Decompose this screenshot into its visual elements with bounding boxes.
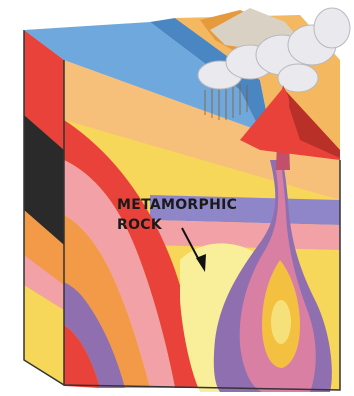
label-line-1: METAMORPHIC (117, 197, 237, 213)
block-left-face (24, 30, 64, 385)
front-band-pink (150, 220, 340, 250)
label-line-2: ROCK (117, 217, 163, 233)
magma-core-hot (271, 300, 291, 344)
